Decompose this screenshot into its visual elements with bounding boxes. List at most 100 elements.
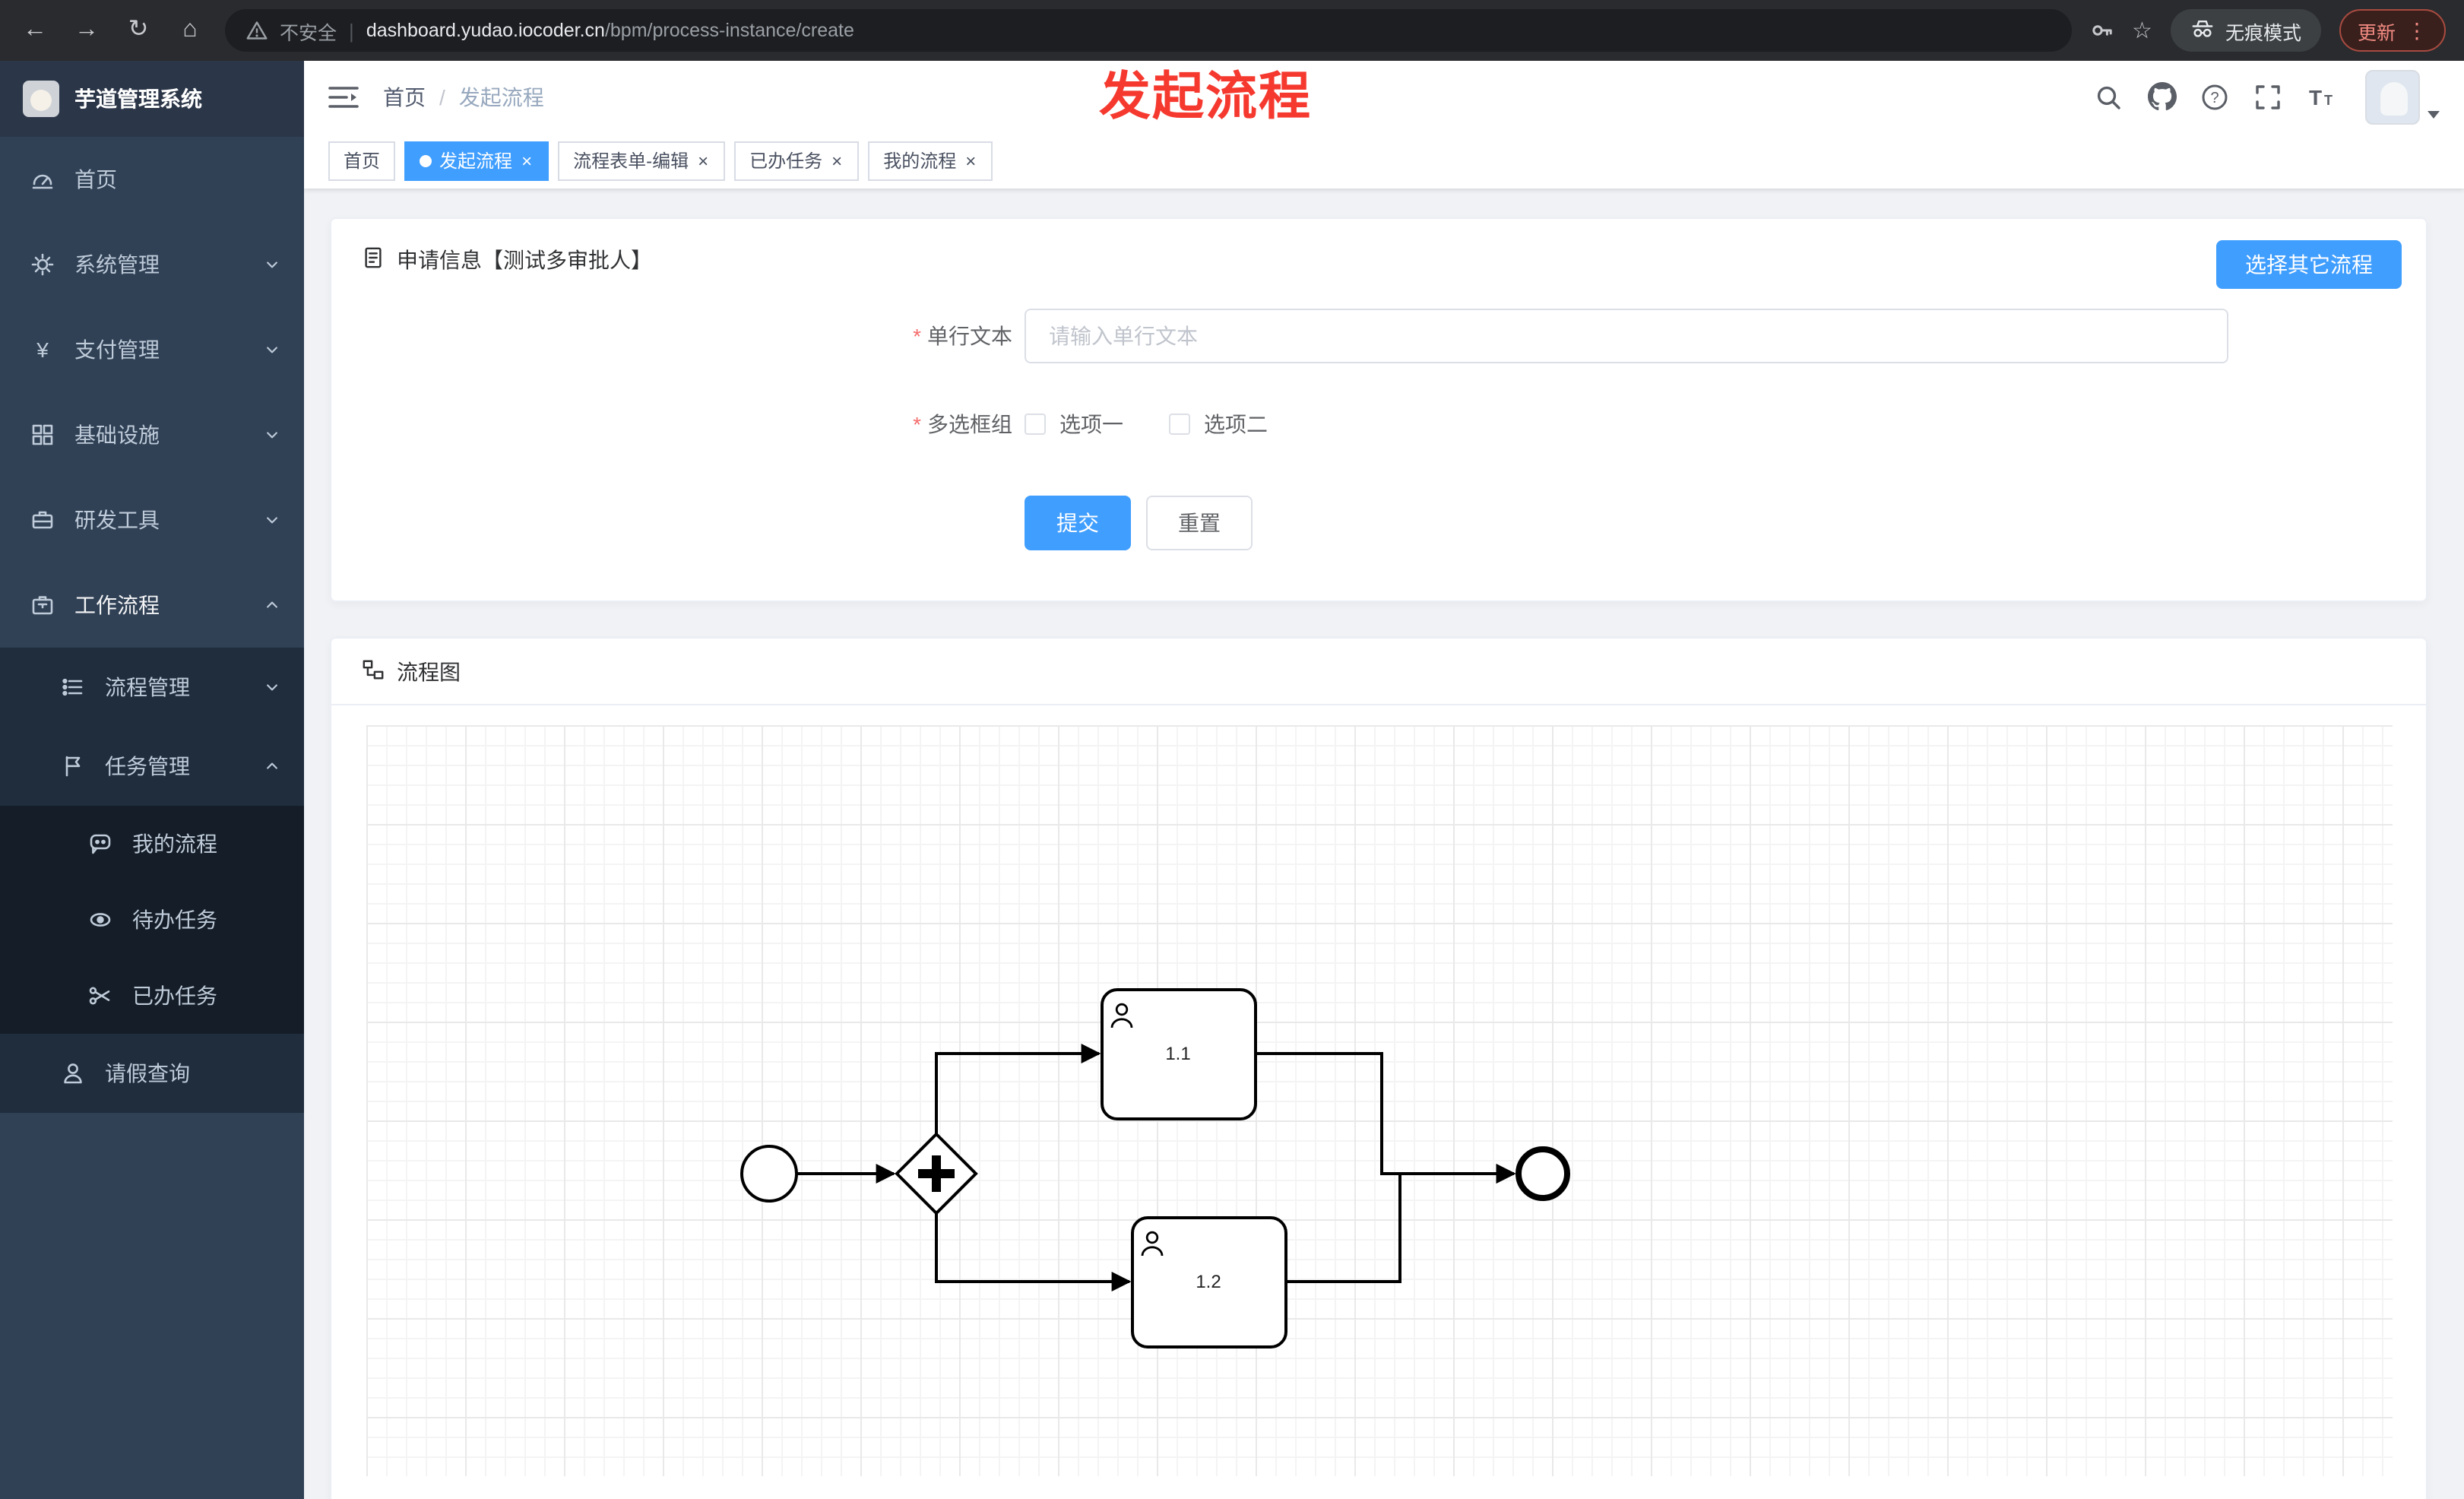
app-title: 芋道管理系统 <box>74 87 202 111</box>
sidebar-item-home[interactable]: 首页 <box>0 137 304 222</box>
sidebar-item-task-management[interactable]: 任务管理 <box>0 727 304 806</box>
scissors-icon <box>88 984 112 1008</box>
chevron-up-icon <box>264 759 280 774</box>
browser-forward-icon[interactable]: → <box>74 17 99 43</box>
github-icon[interactable] <box>2146 81 2177 112</box>
submit-button[interactable]: 提交 <box>1025 496 1131 550</box>
sidebar-item-devtools[interactable]: 研发工具 <box>0 477 304 563</box>
close-icon[interactable]: × <box>965 150 977 171</box>
chevron-down-icon <box>264 257 280 272</box>
page-content: 申请信息【测试多审批人】 选择其它流程 *单行文本 *多选框组 <box>304 189 2464 1499</box>
toolbox-icon <box>30 508 55 532</box>
tab-home[interactable]: 首页 <box>328 141 396 180</box>
chat-bubble-icon <box>88 832 112 856</box>
sidebar-item-label: 待办任务 <box>132 908 217 932</box>
flow-gateway-to-task1[interactable] <box>935 1044 1101 1134</box>
close-icon[interactable]: × <box>521 150 533 171</box>
user-icon <box>1141 1231 1164 1257</box>
single-line-text-input[interactable] <box>1025 309 2228 363</box>
checkbox-icon[interactable] <box>1025 414 1046 435</box>
sidebar-item-done-tasks[interactable]: 已办任务 <box>0 958 304 1034</box>
sidebar-toggle-icon[interactable] <box>328 81 359 112</box>
close-icon[interactable]: × <box>831 150 843 171</box>
bpmn-start-event[interactable] <box>740 1145 798 1203</box>
briefcase-icon <box>30 593 55 617</box>
tab-label: 已办任务 <box>749 151 823 172</box>
browser-menu-kebab-icon[interactable]: ⋮ <box>2406 17 2428 42</box>
update-label: 更新 <box>2357 22 2396 43</box>
sidebar-item-payment[interactable]: ¥ 支付管理 <box>0 307 304 392</box>
bpmn-user-task-1-1[interactable]: 1.1 <box>1101 988 1257 1120</box>
user-menu[interactable] <box>2365 69 2440 124</box>
sidebar-item-label: 工作流程 <box>74 593 160 617</box>
flow-task1-to-end[interactable] <box>1256 1052 1516 1184</box>
text-field-label: *单行文本 <box>913 324 1012 348</box>
dashboard-icon <box>30 167 55 192</box>
fullscreen-icon[interactable] <box>2253 81 2283 112</box>
tab-label: 我的流程 <box>883 151 957 172</box>
sidebar-item-workflow[interactable]: 工作流程 <box>0 563 304 648</box>
tab-process-form-edit[interactable]: 流程表单-编辑 × <box>558 141 726 180</box>
bpmn-canvas[interactable]: 1.1 1.2 <box>366 725 2393 1476</box>
browser-home-icon[interactable]: ⌂ <box>182 17 198 43</box>
sidebar-item-infrastructure[interactable]: 基础设施 <box>0 392 304 477</box>
form-card-title: 申请信息【测试多审批人】 <box>397 248 652 272</box>
help-icon[interactable]: ? <box>2200 81 2230 112</box>
chevron-up-icon <box>264 597 280 613</box>
tab-my-processes[interactable]: 我的流程 × <box>868 141 993 180</box>
gear-icon <box>30 252 55 277</box>
bookmark-star-icon[interactable]: ☆ <box>2132 18 2152 44</box>
tab-done-tasks[interactable]: 已办任务 × <box>734 141 860 180</box>
flow-gateway-to-task2[interactable] <box>935 1213 1132 1291</box>
flowchart-icon <box>362 658 385 685</box>
sidebar-item-label: 已办任务 <box>132 984 217 1008</box>
application-form-card: 申请信息【测试多审批人】 选择其它流程 *单行文本 *多选框组 <box>330 217 2428 602</box>
tab-start-process[interactable]: 发起流程 × <box>404 141 549 180</box>
sidebar-item-label: 基础设施 <box>74 423 160 447</box>
url-text[interactable]: dashboard.yudao.iocoder.cn/bpm/process-i… <box>366 20 854 41</box>
checkbox-option-label: 选项一 <box>1059 412 1123 436</box>
checkbox-option-1[interactable]: 选项一 <box>1025 409 1123 439</box>
chevron-down-icon <box>2428 110 2440 118</box>
grid-icon <box>30 423 55 447</box>
bpmn-end-event[interactable] <box>1515 1146 1570 1201</box>
form-card-header: 申请信息【测试多审批人】 <box>331 219 2426 275</box>
browser-back-icon[interactable]: ← <box>23 17 47 43</box>
reset-button[interactable]: 重置 <box>1146 496 1253 550</box>
checkbox-group-label: *多选框组 <box>913 412 1012 436</box>
address-bar[interactable]: 不安全 | dashboard.yudao.iocoder.cn/bpm/pro… <box>225 9 2072 52</box>
sidebar-item-label: 任务管理 <box>105 754 190 778</box>
avatar[interactable] <box>2365 69 2420 124</box>
password-key-icon[interactable] <box>2089 18 2114 43</box>
bpmn-parallel-gateway[interactable] <box>895 1132 978 1215</box>
bpmn-user-task-1-2[interactable]: 1.2 <box>1131 1216 1287 1348</box>
sidebar-item-label: 流程管理 <box>105 675 190 699</box>
tab-label: 发起流程 <box>439 151 513 172</box>
sidebar-item-leave-query[interactable]: 请假查询 <box>0 1034 304 1113</box>
sidebar-item-label: 我的流程 <box>132 832 217 856</box>
sidebar-item-system[interactable]: 系统管理 <box>0 222 304 307</box>
switch-process-button[interactable]: 选择其它流程 <box>2216 240 2402 289</box>
security-label[interactable]: 不安全 <box>280 22 337 43</box>
flag-icon <box>61 754 85 778</box>
browser-update-button[interactable]: 更新 ⋮ <box>2339 9 2446 52</box>
bpmn-diagram: 1.1 1.2 <box>740 988 1570 1348</box>
sidebar-item-todo-tasks[interactable]: 待办任务 <box>0 882 304 958</box>
omnibox-divider: | <box>349 19 354 42</box>
checkbox-option-2[interactable]: 选项二 <box>1169 409 1268 439</box>
search-icon[interactable] <box>2093 81 2124 112</box>
app-logo[interactable]: 芋道管理系统 <box>0 61 304 137</box>
flow-task2-to-end[interactable] <box>1286 1164 1516 1283</box>
incognito-label: 无痕模式 <box>2225 22 2301 43</box>
close-icon[interactable]: × <box>698 150 709 171</box>
sidebar-item-my-processes[interactable]: 我的流程 <box>0 806 304 882</box>
sidebar-item-process-management[interactable]: 流程管理 <box>0 648 304 727</box>
security-warning-icon <box>246 20 268 41</box>
checkbox-icon[interactable] <box>1169 414 1190 435</box>
main-area: 首页 / 发起流程 ? <box>304 61 2464 1499</box>
incognito-icon <box>2190 17 2215 43</box>
browser-reload-icon[interactable]: ↻ <box>128 17 149 43</box>
yen-icon: ¥ <box>36 338 49 362</box>
breadcrumb-home-link[interactable]: 首页 <box>383 84 426 109</box>
